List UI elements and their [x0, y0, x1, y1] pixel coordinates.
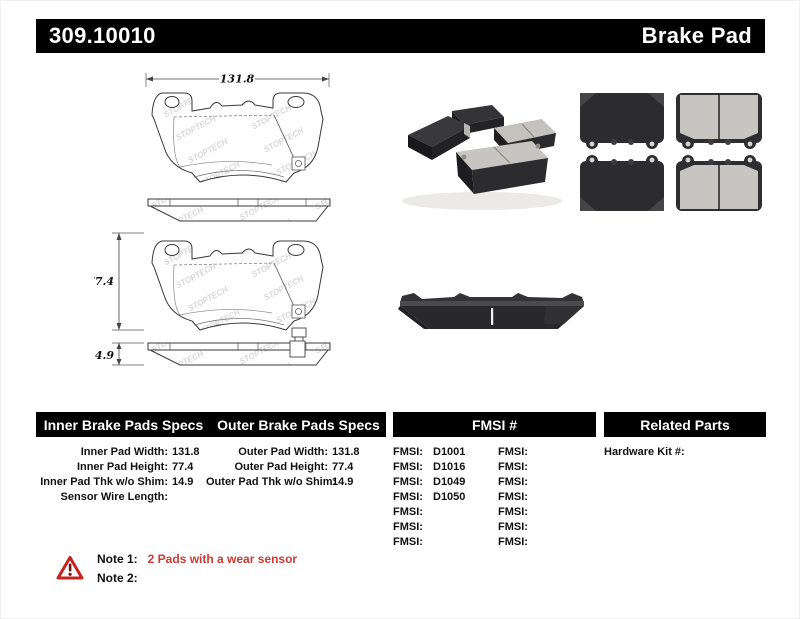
spec-header-related-label: Related Parts: [640, 416, 730, 433]
fmsi-row: FMSI:D1001: [393, 446, 466, 458]
note-2: Note 2:: [97, 571, 148, 585]
dim-thickness-label: 14.9: [94, 349, 114, 362]
fmsi-row: FMSI:: [498, 476, 528, 488]
fmsi-row: FMSI:: [393, 521, 423, 533]
spec-header-inner: Inner Brake Pads Specs: [43, 416, 204, 433]
fmsi-row: FMSI:: [498, 506, 528, 518]
drawing-pad-height: 77.4 14.9: [94, 232, 331, 366]
spec-row: Sensor Wire Length:: [60, 491, 168, 503]
fmsi-row: FMSI:: [498, 521, 528, 533]
spec-header-fmsi-label: FMSI #: [471, 416, 518, 433]
spec-row: Inner Pad Thk w/o Shim:14.9: [40, 476, 194, 488]
spec-row: Inner Pad Height:77.4: [76, 461, 194, 473]
spec-row: Outer Pad Thk w/o Shim:14.9: [206, 476, 354, 488]
photo-pads-angled: [402, 105, 562, 210]
warning-icon: [56, 556, 84, 580]
related-parts-column: Hardware Kit #:: [604, 445, 689, 460]
spec-row: Inner Pad Width:131.8: [80, 446, 200, 458]
inner-specs-column: Inner Pad Width:131.8 Inner Pad Height:7…: [36, 445, 200, 505]
product-type-title: Brake Pad: [641, 23, 752, 48]
spec-row: Outer Pad Height:77.4: [234, 461, 354, 473]
dim-height-label: 77.4: [94, 275, 114, 288]
part-number: 309.10010: [49, 23, 156, 48]
photo-pad-edge: [398, 293, 584, 329]
fmsi-column-1: FMSI:D1001 FMSI:D1016 FMSI:D1049 FMSI:D1…: [393, 445, 465, 550]
spec-header-fmsi: FMSI #: [393, 412, 596, 437]
spec-header-related: Related Parts: [604, 412, 766, 437]
title-bar: 309.10010 Brake Pad: [36, 19, 765, 53]
fmsi-column-2: FMSI: FMSI: FMSI: FMSI: FMSI: FMSI: FMSI…: [498, 445, 538, 550]
fmsi-row: FMSI:: [498, 461, 528, 473]
fmsi-row: FMSI:: [498, 536, 528, 548]
photo-pads-flat: [580, 93, 762, 211]
spec-header-pads: Inner Brake Pads Specs Outer Brake Pads …: [36, 412, 386, 437]
note-1-text: 2 Pads with a wear sensor: [147, 552, 298, 566]
drawing-pad-width: 131.8: [145, 73, 331, 222]
fmsi-row: FMSI:: [498, 446, 528, 458]
outer-specs-column: Outer Pad Width:131.8 Outer Pad Height:7…: [206, 445, 360, 490]
dim-width-label: 131.8: [220, 73, 255, 86]
note-1-label: Note 1:: [97, 552, 138, 566]
fmsi-row: FMSI:: [498, 491, 528, 503]
fmsi-row: FMSI:D1050: [393, 491, 466, 503]
fmsi-row: FMSI:D1016: [393, 461, 466, 473]
fmsi-row: FMSI:D1049: [393, 476, 466, 488]
spec-header-outer: Outer Brake Pads Specs: [217, 416, 380, 433]
fmsi-row: FMSI:: [393, 536, 423, 548]
related-part-row: Hardware Kit #:: [604, 446, 685, 458]
fmsi-row: FMSI:: [393, 506, 423, 518]
spec-row: Outer Pad Width:131.8: [238, 446, 360, 458]
note-2-label: Note 2:: [97, 571, 138, 585]
note-1: Note 1: 2 Pads with a wear sensor: [97, 552, 297, 566]
